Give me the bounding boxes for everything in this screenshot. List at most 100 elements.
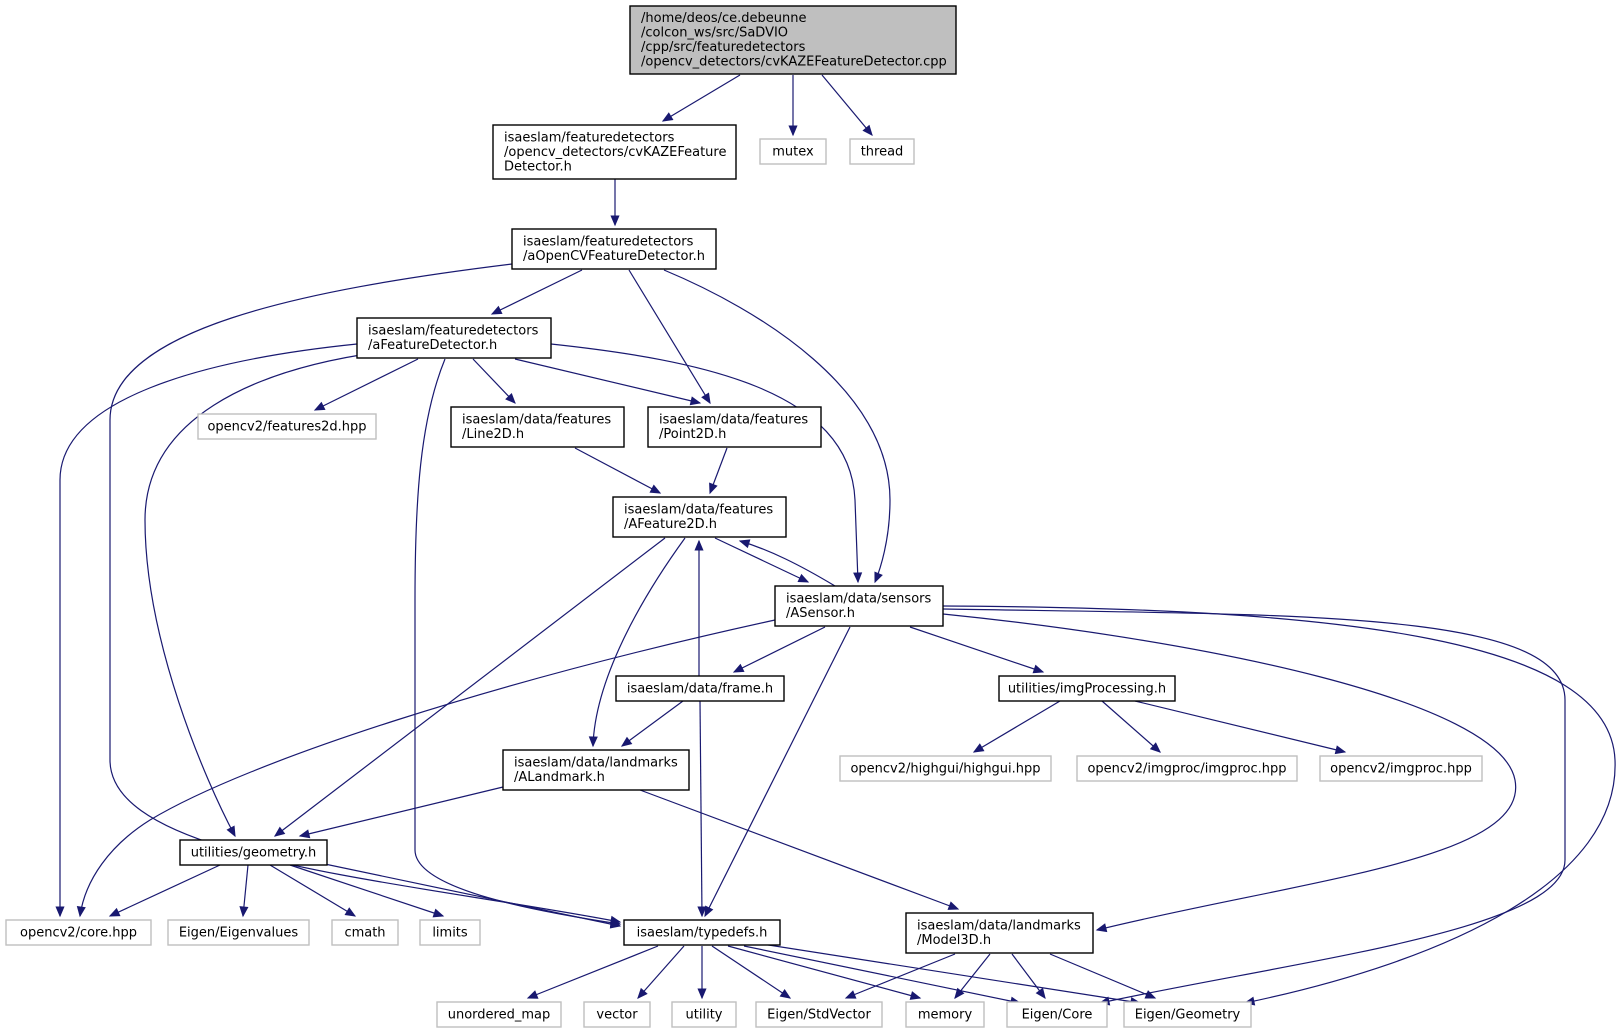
edge-imgproc_h-to-imgproc_hpp (1134, 700, 1347, 755)
arrowhead (694, 539, 704, 551)
node-label-line: isaeslam/data/landmarks (514, 756, 678, 771)
edge-geometry-to-cmath (269, 864, 357, 917)
node-label-line: Eigen/StdVector (767, 1007, 871, 1022)
node-label-line: isaeslam/featuredetectors (504, 130, 675, 145)
arrowhead (697, 906, 707, 918)
edge-asensor-to-model3d (942, 613, 1517, 933)
node-label-line: /AFeature2D.h (624, 517, 717, 532)
edge-line2d-to-afeature2d (574, 447, 662, 494)
node-label-line: vector (596, 1007, 638, 1022)
node-box (849, 138, 915, 165)
node-label-line: Detector.h (504, 159, 572, 174)
node-box (615, 675, 785, 702)
arrowhead (1149, 742, 1161, 753)
edge-geometry-to-limits (289, 864, 445, 918)
arrowhead (862, 124, 873, 136)
node-box (755, 1001, 883, 1028)
node-box (5, 919, 152, 946)
node-box (511, 228, 717, 270)
node-box (419, 919, 481, 946)
node-box (583, 1001, 651, 1028)
node-label-line: /home/deos/ce.debeunne (641, 11, 806, 26)
edge-alandmark-to-geometry (298, 786, 504, 839)
arrowhead (853, 572, 863, 584)
arrowhead (239, 906, 249, 918)
node-box (1319, 755, 1483, 782)
node-cvkaze-h[interactable]: isaeslam/featuredetectors/opencv_detecto… (492, 124, 737, 180)
edge-frame-to-typedefs (697, 700, 707, 918)
arrowhead (697, 988, 707, 1000)
edge-asensor-to-core_hpp (76, 619, 776, 918)
node-box (759, 138, 827, 165)
node-label-line: opencv2/highgui/highgui.hpp (850, 761, 1040, 776)
node-box (629, 5, 957, 75)
arrowhead (637, 987, 648, 999)
node-label-line: /Point2D.h (659, 427, 726, 442)
node-asensor[interactable]: isaeslam/data/sensors/ASensor.h (774, 585, 944, 627)
node-box (502, 749, 690, 791)
arrowhead (732, 663, 745, 673)
node-typedefs[interactable]: isaeslam/typedefs.h (623, 919, 781, 946)
node-box (905, 1001, 985, 1028)
arrowhead (779, 988, 792, 999)
node-highgui: opencv2/highgui/highgui.hpp (839, 755, 1052, 782)
node-alandmark[interactable]: isaeslam/data/landmarks/ALandmark.h (502, 749, 690, 791)
node-box (492, 124, 737, 180)
arrowhead (1035, 987, 1046, 1000)
node-box (179, 839, 328, 866)
node-label-line: Eigen/Eigenvalues (179, 925, 299, 940)
node-label-line: isaeslam/data/sensors (786, 592, 931, 607)
node-mutex: mutex (759, 138, 827, 165)
edge-afeature_h-to-line2d (472, 358, 516, 404)
arrowhead (620, 736, 633, 747)
edge-asensor-to-typedefs (704, 626, 851, 918)
node-line2d[interactable]: isaeslam/data/features/Line2D.h (450, 406, 625, 448)
node-label-line: opencv2/core.hpp (20, 925, 137, 940)
edge-model3d-to-stdvector (844, 953, 956, 999)
arrowhead (313, 401, 326, 411)
node-afeature2d[interactable]: isaeslam/data/features/AFeature2D.h (612, 496, 787, 538)
node-label-line: opencv2/imgproc/imgproc.hpp (1087, 761, 1286, 776)
node-label-line: thread (861, 144, 904, 159)
node-label-line: cmath (344, 925, 385, 940)
edge-frame-to-afeature2d (694, 539, 704, 676)
node-point2d[interactable]: isaeslam/data/features/Point2D.h (647, 406, 822, 448)
edge-typedefs-to-utility (697, 946, 707, 1000)
edge-geometry-to-typedefs (319, 862, 622, 929)
node-label-line: /cpp/src/featuredetectors (641, 40, 806, 55)
edge-imgproc_h-to-imgproc_imgproc (1101, 700, 1161, 753)
arrowhead (701, 392, 711, 405)
node-features2d: opencv2/features2d.hpp (197, 413, 377, 440)
edge-root-to-thread (821, 74, 873, 136)
node-aopencv-h[interactable]: isaeslam/featuredetectors/aOpenCVFeature… (511, 228, 717, 270)
node-unordered-map: unordered_map (436, 1001, 562, 1028)
node-box (998, 675, 1176, 702)
node-geometry[interactable]: utilities/geometry.h (179, 839, 328, 866)
arrowhead (609, 919, 622, 929)
node-box (331, 919, 399, 946)
node-box (774, 585, 944, 627)
edge-asensor-to-afeature2d (738, 539, 836, 587)
edge-afeature_h-to-point2d (514, 358, 702, 406)
node-label-line: /opencv_detectors/cvKAZEFeatureDetector.… (641, 55, 947, 70)
edge-geometry-to-eigenvalues (239, 864, 249, 918)
node-label-line: /Line2D.h (462, 427, 524, 442)
edge-frame-to-alandmark (620, 700, 684, 747)
arrowhead (649, 484, 662, 494)
node-root[interactable]: /home/deos/ce.debeunne/colcon_ws/src/SaD… (629, 5, 957, 75)
node-limits: limits (419, 919, 481, 946)
edge-imgproc_h-to-highgui (972, 700, 1061, 753)
edge-geometry-to-core_hpp (108, 864, 221, 917)
node-frame[interactable]: isaeslam/data/frame.h (615, 675, 785, 702)
dependency-nodes: /home/deos/ce.debeunne/colcon_ws/src/SaD… (5, 5, 1483, 1028)
node-model3d[interactable]: isaeslam/data/landmarks/Model3D.h (905, 912, 1094, 954)
node-label-line: /colcon_ws/src/SaDVIO (641, 26, 788, 41)
node-box (671, 1001, 737, 1028)
arrowhead (490, 305, 503, 315)
edge-aopencv_h-to-point2d (628, 269, 711, 405)
arrowhead (704, 905, 714, 918)
node-afeature-h[interactable]: isaeslam/featuredetectors/aFeatureDetect… (356, 317, 552, 359)
node-imgproc-h[interactable]: utilities/imgProcessing.h (998, 675, 1176, 702)
node-label-line: isaeslam/typedefs.h (637, 925, 768, 940)
